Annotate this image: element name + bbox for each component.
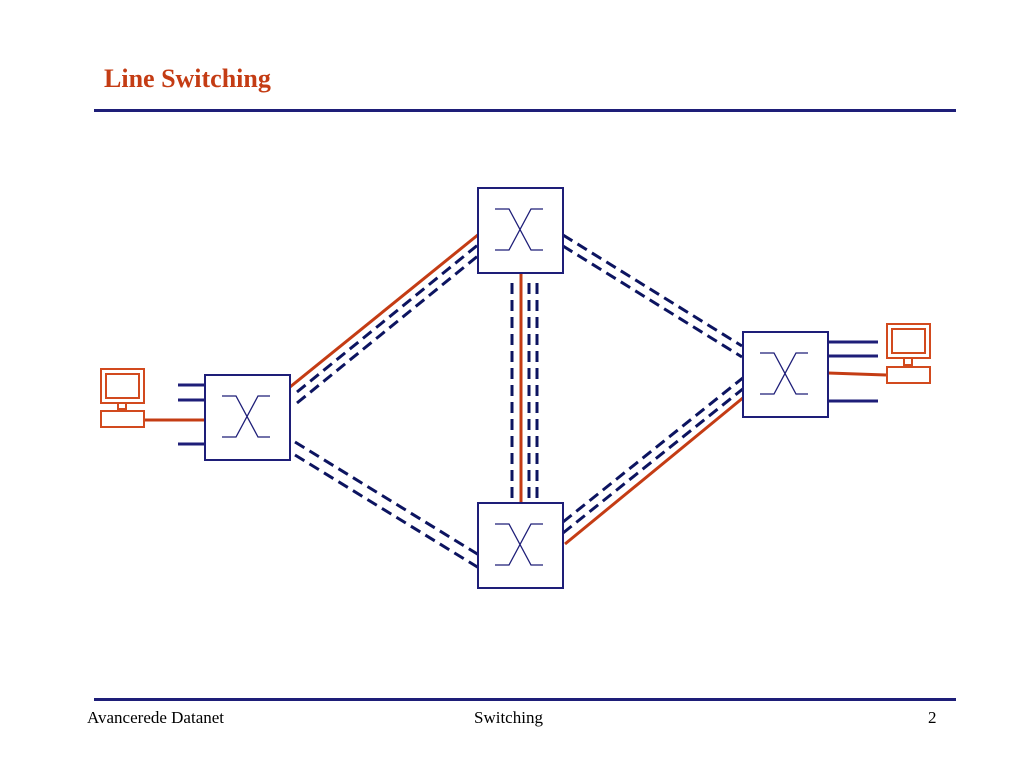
circuit-bottom-right [564, 395, 745, 546]
crossbar-switch-icon [760, 352, 808, 395]
trunk-links [294, 233, 745, 570]
switch-port-stubs [178, 340, 878, 446]
active-circuit-path [145, 232, 887, 546]
trunk-top-bottom [510, 283, 539, 500]
computer-terminal-icon [886, 323, 931, 384]
switch-right [742, 331, 829, 418]
title-divider [94, 109, 956, 112]
circuit-computer-right [827, 371, 887, 377]
trunk-bottom-right [562, 375, 745, 535]
trunk-left-bottom [294, 440, 480, 570]
footer-topic: Switching [474, 708, 543, 727]
footer-divider [94, 698, 956, 701]
footer-course-name: Avancerede Datanet [87, 708, 225, 727]
circuit-left-top [289, 232, 480, 389]
trunk-left-top [296, 242, 480, 405]
crossbar-switch-icon [495, 208, 543, 251]
switch-left [204, 374, 291, 461]
crossbar-switch-icon [495, 523, 543, 566]
crossbar-switch-icon [222, 395, 270, 438]
switch-bottom [477, 502, 564, 589]
trunk-top-right [562, 233, 743, 359]
computer-terminal-icon [100, 368, 145, 428]
computer-left [100, 368, 145, 428]
computer-right [886, 323, 931, 384]
footer-page-number: 2 [928, 708, 937, 727]
slide-title: Line Switching [104, 64, 271, 93]
switch-top [477, 187, 564, 274]
